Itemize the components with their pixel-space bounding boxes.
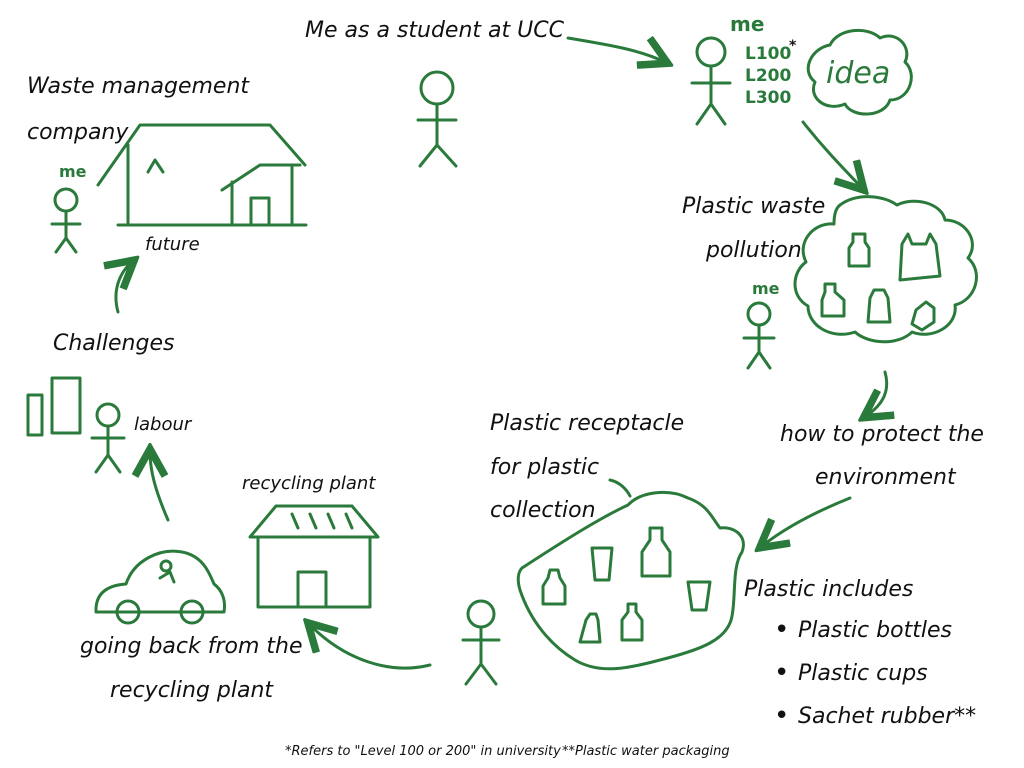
pollution-cloud [793, 195, 978, 344]
idea-label: idea [826, 56, 891, 91]
labour-label: labour [134, 414, 192, 435]
receptacle-items [541, 526, 712, 644]
collector-figure [461, 599, 501, 686]
me-top-label: me [730, 12, 765, 36]
footnote-packaging: **Plastic water packaging [562, 744, 730, 759]
plastic-waste-label: Plastic waste [682, 194, 826, 219]
includes-list: Plastic bottles Plastic cups Sachet rubb… [770, 615, 976, 747]
recycling-plant-label: recycling plant [242, 473, 376, 494]
labour-drawing [26, 376, 126, 474]
arrow-to-protect [866, 370, 887, 416]
company-label-2: company [27, 120, 129, 145]
going-back-label-1: going back from the [80, 634, 303, 659]
future-label: future [145, 234, 200, 255]
me-company-label: me [59, 162, 87, 181]
receptacle-shape [516, 490, 745, 671]
includes-title: Plastic includes [744, 577, 914, 602]
list-item: Plastic bottles [770, 615, 976, 645]
receptacle-label-2: for plastic [490, 455, 600, 480]
me-waste-label: me [752, 279, 780, 298]
level-300: L300 [745, 88, 792, 108]
arrow-to-future [116, 262, 132, 314]
recycling-plant-building [248, 504, 380, 609]
protect-label-1: how to protect the [780, 422, 984, 447]
level-200: L200 [745, 66, 792, 86]
level-star: * [789, 38, 797, 54]
student-label: Me as a student at UCC [305, 18, 564, 43]
list-item: Plastic cups [770, 658, 976, 688]
protect-label-2: environment [815, 465, 956, 490]
receptacle-label-3: collection [490, 498, 596, 523]
challenges-label: Challenges [53, 331, 175, 356]
arrow-to-receptacle [762, 496, 852, 546]
list-item: Sachet rubber** [770, 701, 976, 731]
footnote-level: *Refers to "Level 100 or 200" in univers… [285, 744, 561, 759]
arrow-to-recycling-plant [310, 625, 432, 670]
pollution-items [820, 232, 942, 332]
arrow-to-labour [150, 452, 170, 522]
receptacle-label-1: Plastic receptacle [490, 411, 685, 436]
me-figure-top [690, 36, 732, 126]
company-building [96, 123, 308, 227]
arrow-student-to-me [566, 38, 665, 62]
me-figure-pollution [742, 301, 776, 370]
pollution-label: pollution [706, 238, 802, 263]
me-figure-company [50, 187, 82, 254]
company-label-1: Waste management [27, 74, 250, 99]
level-100: L100 [745, 44, 792, 64]
student-figure [416, 70, 458, 168]
arrow-to-pollution [801, 120, 862, 188]
car-drawing [94, 549, 226, 625]
going-back-label-2: recycling plant [110, 678, 274, 703]
idea-cloud [806, 28, 913, 116]
